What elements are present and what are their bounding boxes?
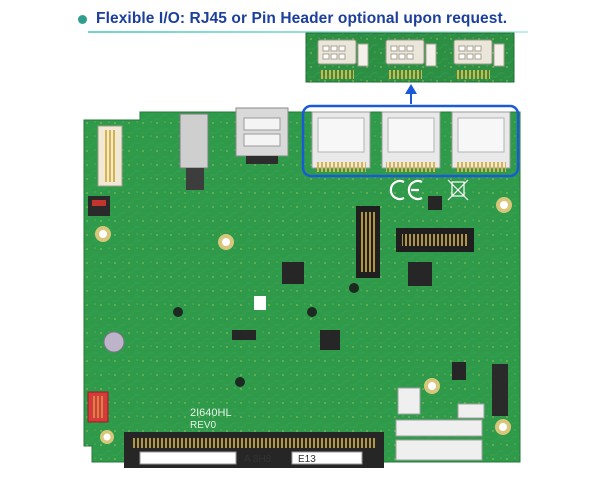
fan-connector-pins	[92, 200, 106, 206]
ce-mark-icon	[389, 179, 423, 201]
slot-label-a: A 8H8	[244, 454, 272, 465]
up-arrow-icon	[405, 84, 417, 104]
rj45-highlight-box	[301, 104, 520, 178]
headline-underline	[88, 31, 528, 33]
chip	[428, 196, 442, 210]
audio-jack-base	[186, 168, 204, 190]
mounting-hole	[495, 419, 511, 435]
headline: Flexible I/O: RJ45 or Pin Header optiona…	[78, 6, 507, 32]
pin-header-board	[305, 32, 515, 83]
mounting-hole	[100, 430, 114, 444]
inductor	[349, 283, 359, 293]
inductor	[235, 377, 245, 387]
sata-connector	[492, 364, 508, 416]
rj45-port	[451, 111, 511, 172]
white-header	[457, 403, 485, 419]
mounting-hole	[496, 197, 512, 213]
left-header-connector	[97, 125, 123, 187]
board-revision-text: REV0	[190, 420, 217, 431]
white-header	[395, 439, 483, 461]
chip	[282, 262, 304, 284]
chip	[232, 330, 256, 340]
chip	[320, 330, 340, 350]
qr-label	[254, 296, 266, 310]
headline-text: Flexible I/O: RJ45 or Pin Header optiona…	[96, 10, 508, 27]
audio-jack	[179, 113, 209, 169]
pin-header-connector	[317, 39, 369, 79]
board-model-text: 2I640HL	[190, 407, 232, 419]
recycle-bin-icon	[447, 179, 469, 201]
mounting-hole	[95, 226, 111, 242]
slot-label-b: E13	[298, 454, 316, 465]
pin-header-connector	[385, 39, 437, 79]
inductor	[173, 307, 183, 317]
pin-header-connector	[453, 39, 505, 79]
chip	[452, 362, 466, 380]
capacitor	[103, 331, 125, 353]
m2-slot-horizontal	[396, 228, 474, 252]
chip	[408, 262, 432, 286]
mounting-hole	[424, 378, 440, 394]
rj45-port	[381, 111, 441, 172]
sodimm-slot	[124, 432, 384, 468]
inductor	[307, 307, 317, 317]
mounting-hole	[218, 234, 234, 250]
usb-port	[235, 107, 289, 164]
headline-bullet-icon	[78, 14, 87, 24]
white-header	[397, 387, 421, 415]
motherboard: 2I640HL REV0 A 8H8 E13	[83, 107, 521, 468]
rj45-port	[311, 111, 371, 172]
m2-slot-vertical	[356, 206, 380, 278]
white-header	[395, 419, 483, 437]
